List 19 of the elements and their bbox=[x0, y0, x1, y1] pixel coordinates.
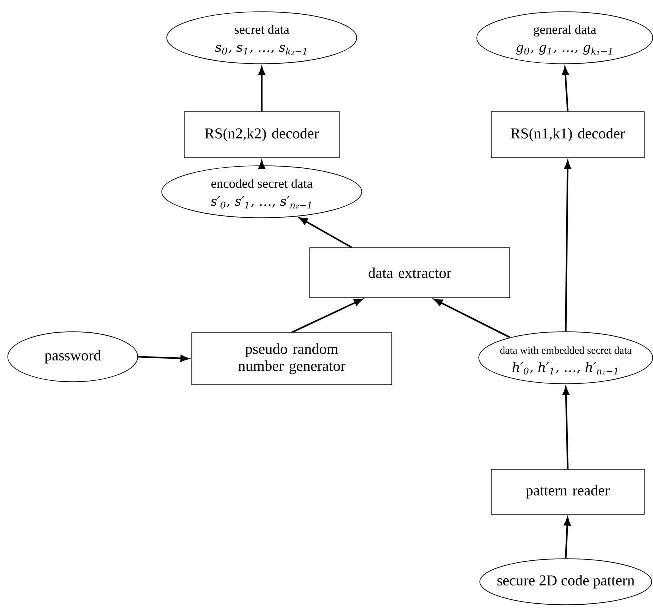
arrow bbox=[562, 386, 570, 470]
arrow bbox=[562, 66, 570, 112]
process-box: RS(n2,k2) decoder bbox=[184, 112, 340, 158]
ellipse-node: password bbox=[8, 332, 138, 382]
process-box: RS(n1,k1) decoder bbox=[491, 112, 645, 158]
arrow bbox=[258, 66, 266, 112]
ellipse-node: secure 2D code pattern bbox=[480, 558, 652, 606]
process-box: pseudo random number generator bbox=[192, 332, 392, 386]
arrow bbox=[299, 218, 352, 248]
ellipse-node: secret data s$_{0}$, s$_{1}$, …, s$_{k₂−1}$ bbox=[166, 12, 358, 64]
arrow bbox=[434, 299, 511, 338]
arrow bbox=[564, 160, 572, 332]
arrow bbox=[258, 160, 266, 170]
arrow bbox=[292, 298, 363, 334]
process-box: pattern reader bbox=[491, 469, 645, 515]
process-box: data extractor bbox=[310, 248, 510, 298]
ellipse-node: encoded secret data s′$_{0}$, s′$_{1}$, …, s′$_{n₂−1}$ bbox=[162, 166, 362, 218]
arrow bbox=[564, 517, 571, 559]
arrow bbox=[138, 355, 190, 362]
